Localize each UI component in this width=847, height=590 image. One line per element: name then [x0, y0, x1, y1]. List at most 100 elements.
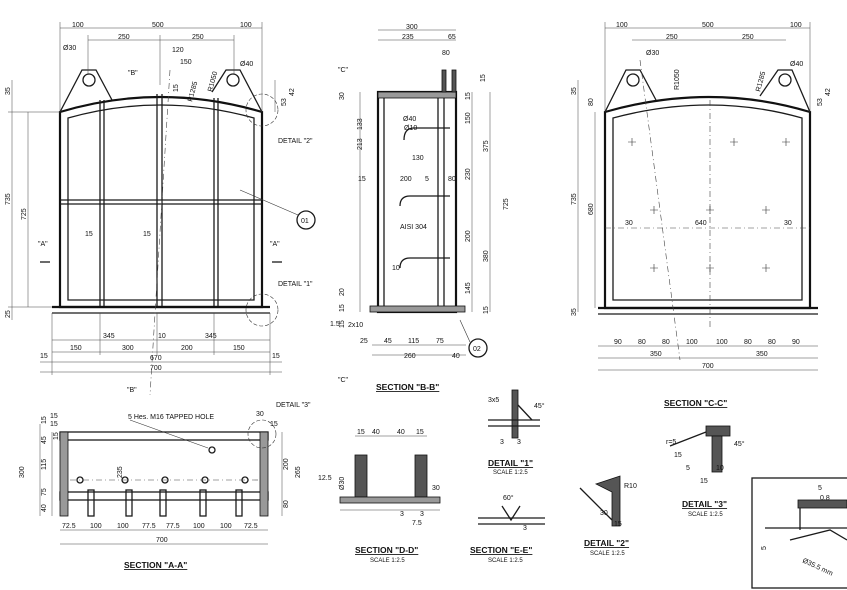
bb-r-145: 145	[465, 282, 472, 294]
dim-15-top: 15	[173, 84, 180, 92]
ee-scale: SCALE 1:2.5	[488, 558, 523, 564]
bb-material: AISI 304	[400, 224, 427, 231]
cc-b-80d: 80	[768, 339, 776, 346]
dim-15-bl: 15	[40, 353, 48, 360]
dim-53: 53	[281, 98, 288, 106]
bb-dim-10: 10	[392, 265, 400, 272]
dim-670: 670	[150, 355, 162, 362]
bb-b-115: 115	[408, 338, 419, 345]
cc-dim-250b: 250	[742, 34, 754, 41]
cc-dim-735: 735	[571, 193, 578, 205]
d1-scale: SCALE 1:2.5	[493, 470, 528, 476]
ee-3: 3	[523, 525, 527, 532]
d1-3x5: 3x5	[488, 397, 499, 404]
cc-b-100b: 100	[716, 339, 728, 346]
d3-45: 45°	[734, 440, 745, 448]
dim-250-a: 250	[118, 34, 130, 41]
dim-15-br: 15	[272, 353, 280, 360]
bb-dim-15b: 15	[480, 74, 487, 82]
aa-r-80: 80	[283, 500, 290, 508]
aa-c-15a: 15	[50, 413, 58, 420]
bb-tag-c-bottom: "C"	[338, 377, 349, 384]
aa-r-200: 200	[283, 458, 290, 470]
dd-15b: 15	[416, 429, 424, 436]
aa-b-77b: 77.5	[166, 523, 180, 530]
d3-5: 5	[686, 465, 690, 472]
cc-dim-30a: 30	[625, 220, 633, 227]
section-e-e: 60° 3 SECTION "E-E" SCALE 1:2.5	[470, 494, 545, 564]
bb-b-260: 260	[404, 353, 416, 360]
bb-l-30: 30	[339, 92, 346, 100]
cc-dim-35b: 35	[571, 308, 578, 316]
bb-title: SECTION "B-B"	[376, 382, 439, 392]
tag-a-right: "A"	[270, 241, 280, 248]
dim-120: 120	[172, 47, 184, 54]
dim-15-inner-a: 15	[85, 231, 93, 238]
cc-b-80b: 80	[662, 339, 670, 346]
bb-l-15b: 15	[339, 320, 346, 328]
aa-l-300: 300	[19, 466, 26, 478]
section-b-b: 300 235 65 80 "C" "C" Ø40 Ø10 130 200 5 …	[330, 24, 510, 392]
bb-r-380: 380	[483, 250, 490, 262]
cc-dim-42: 42	[825, 88, 832, 96]
bb-l-15: 15	[339, 304, 346, 312]
dim-25-bottom: 25	[5, 310, 12, 318]
dd-3a: 3	[400, 511, 404, 518]
d2-30: 30	[600, 510, 608, 517]
aa-r-265: 265	[295, 466, 302, 478]
d3-r5: r=5	[666, 439, 676, 446]
dd-40b: 40	[397, 429, 405, 436]
cc-radius-r1285: R1285	[755, 71, 767, 93]
dim-150: 150	[180, 59, 192, 66]
aa-l-40: 40	[41, 504, 48, 512]
radius-r1050: R1050	[207, 71, 219, 93]
cc-dim-500: 500	[702, 22, 714, 29]
cc-dim-30b: 30	[784, 220, 792, 227]
dd-15a: 15	[357, 429, 365, 436]
d1-45: 45°	[534, 402, 545, 410]
cc-b-90a: 90	[614, 339, 622, 346]
aa-detail-3: DETAIL "3"	[276, 402, 311, 409]
dim-500: 500	[152, 22, 164, 29]
dim-100-right: 100	[240, 22, 252, 29]
dd-30: 30	[432, 485, 440, 492]
aa-b-100c: 100	[193, 523, 205, 530]
d3-15b: 15	[700, 478, 708, 485]
inset-5a: 5	[818, 485, 822, 492]
cc-b-350a: 350	[650, 351, 662, 358]
dd-scale: SCALE 1:2.5	[370, 558, 405, 564]
cc-dim-250a: 250	[666, 34, 678, 41]
detail-1: 3x5 45° 3 3 DETAIL "1" SCALE 1:2.5	[488, 389, 545, 476]
bb-dim-5: 5	[425, 176, 429, 183]
dim-725: 725	[21, 208, 28, 220]
cc-dim-100a: 100	[616, 22, 628, 29]
bb-dim-235: 235	[402, 34, 414, 41]
aa-l-75: 75	[41, 488, 48, 496]
tag-b-top: "B"	[128, 70, 138, 77]
cc-title: SECTION "C-C"	[664, 398, 727, 408]
dim-345-a: 345	[103, 333, 115, 340]
bb-dim-130: 130	[412, 155, 424, 162]
section-d-d: 15 40 40 15 12.5 Ø30 30 3 7.5 3 SECTION …	[318, 429, 441, 564]
bb-dim-80: 80	[442, 50, 450, 57]
cc-dim-53: 53	[817, 98, 824, 106]
aa-b-72a: 72.5	[62, 523, 76, 530]
d2-scale: SCALE 1:2.5	[590, 551, 625, 557]
dim-150-a: 150	[70, 345, 82, 352]
bb-dia-10: Ø10	[404, 125, 417, 132]
dd-7-5: 7.5	[412, 520, 422, 527]
cc-b-80a: 80	[638, 339, 646, 346]
cc-b-90b: 90	[792, 339, 800, 346]
cc-dim-35a: 35	[571, 87, 578, 95]
dim-100-left: 100	[72, 22, 84, 29]
bb-b-45: 45	[384, 338, 392, 345]
inset-0-8: 0.8	[820, 495, 830, 502]
detail-2: R10 30 15 DETAIL "2" SCALE 1:2.5	[579, 475, 637, 557]
aa-l-235: 235	[117, 466, 124, 478]
aa-b-77a: 77.5	[142, 523, 156, 530]
cc-dim-100b: 100	[790, 22, 802, 29]
bb-r-375: 375	[483, 140, 490, 152]
aa-l-115: 115	[41, 459, 48, 470]
aa-l-15b: 15	[53, 432, 60, 440]
d2-15: 15	[614, 521, 622, 528]
